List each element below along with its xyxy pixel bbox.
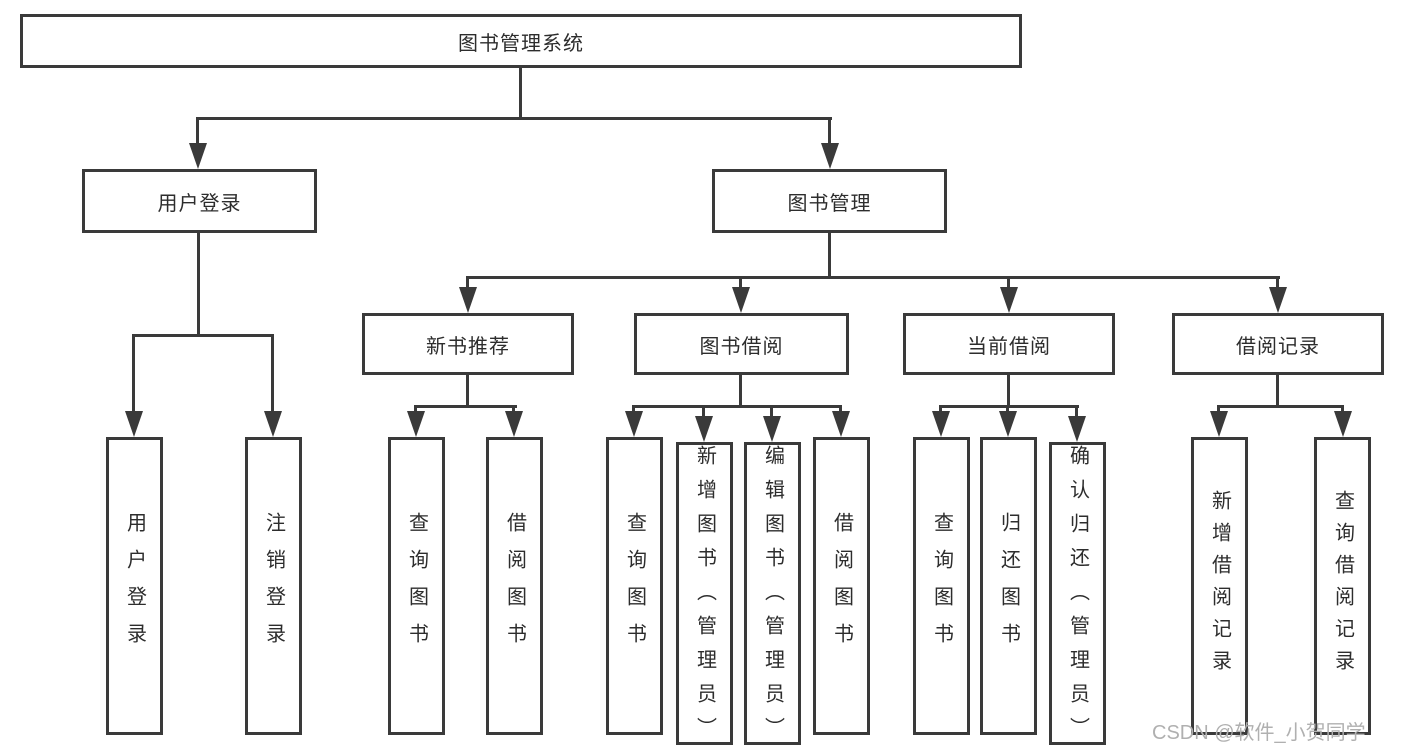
arrow-down-icon (459, 287, 477, 313)
leaf-current-confirm-return-admin: 确认归还（管理员） (1049, 442, 1106, 747)
connector-drop (839, 405, 842, 415)
node-borrow-records-label: 借阅记录 (1236, 335, 1320, 358)
connector-newbookrec-stem (466, 375, 469, 407)
leaf-borrow-add-books-admin: 新增图书（管理员） (676, 442, 733, 747)
leaf-borrow-query-books: 查询图书 (606, 437, 663, 735)
node-book-borrow: 图书借阅 (634, 313, 849, 375)
node-root: 图书管理系统 (20, 14, 1022, 68)
leaf-current-return-books: 归还图书 (980, 437, 1037, 735)
connector-drop (414, 405, 417, 415)
connector-bookborrow-stem (739, 375, 742, 407)
arrow-down-icon (125, 411, 143, 437)
leaf-user-login: 用户登录 (106, 437, 163, 735)
connector-userlogin-branch (132, 334, 274, 337)
arrow-down-icon (1269, 287, 1287, 313)
leaf-records-add-record: 新增借阅记录 (1191, 437, 1248, 735)
connector-drop-current-borrow (1007, 276, 1010, 292)
leaf-current-return-books-label: 归还图书 (997, 512, 1020, 660)
node-book-management-label: 图书管理 (787, 192, 872, 215)
arrow-down-icon (1068, 416, 1086, 442)
leaf-current-query-books: 查询图书 (913, 437, 970, 735)
connector-drop-user-login (196, 117, 199, 147)
arrow-down-icon (832, 411, 850, 437)
connector-drop (1075, 405, 1078, 419)
node-root-label: 图书管理系统 (458, 32, 584, 55)
arrow-down-icon (695, 416, 713, 442)
leaf-records-query-record-label: 查询借阅记录 (1331, 490, 1354, 682)
arrow-down-icon (1000, 287, 1018, 313)
arrow-down-icon (1334, 411, 1352, 437)
connector-bookborrow-branch (632, 405, 842, 408)
connector-bookmgmt-branch (466, 276, 1280, 279)
leaf-newbook-borrow-books: 借阅图书 (486, 437, 543, 735)
leaf-borrow-query-books-label: 查询图书 (623, 512, 646, 660)
node-book-borrow-label: 图书借阅 (699, 335, 784, 358)
leaf-borrow-borrow-books-label: 借阅图书 (830, 512, 853, 660)
connector-drop (1006, 405, 1009, 415)
connector-currentborrow-stem (1007, 375, 1010, 407)
connector-root-branch (196, 117, 832, 120)
connector-drop-borrow-records (1276, 276, 1279, 292)
arrow-down-icon (505, 411, 523, 437)
connector-drop-book-mgmt (828, 117, 831, 147)
node-new-book-recommend-label: 新书推荐 (426, 335, 510, 358)
leaf-current-confirm-return-admin-label: 确认归还（管理员） (1066, 445, 1089, 747)
arrow-down-icon (821, 143, 839, 169)
leaf-newbook-query-books: 查询图书 (388, 437, 445, 735)
leaf-borrow-add-books-admin-label: 新增图书（管理员） (693, 445, 716, 747)
node-borrow-records: 借阅记录 (1172, 313, 1384, 375)
leaf-user-login-label: 用户登录 (123, 512, 146, 660)
node-new-book-recommend: 新书推荐 (362, 313, 574, 375)
leaf-current-query-books-label: 查询图书 (930, 512, 953, 660)
leaf-records-query-record: 查询借阅记录 (1314, 437, 1371, 735)
arrow-down-icon (763, 416, 781, 442)
connector-drop-new-book-rec (466, 276, 469, 292)
connector-drop (632, 405, 635, 415)
connector-drop (939, 405, 942, 415)
arrow-down-icon (732, 287, 750, 313)
leaf-borrow-edit-books-admin: 编辑图书（管理员） (744, 442, 801, 747)
leaf-logout-label: 注销登录 (262, 512, 285, 660)
connector-userlogin-stem (197, 233, 200, 336)
node-current-borrow-label: 当前借阅 (967, 335, 1051, 358)
leaf-borrow-edit-books-admin-label: 编辑图书（管理员） (761, 445, 784, 747)
connector-drop (1217, 405, 1220, 415)
leaf-newbook-borrow-books-label: 借阅图书 (503, 512, 526, 660)
node-current-borrow: 当前借阅 (903, 313, 1115, 375)
arrow-down-icon (625, 411, 643, 437)
connector-bookmgmt-stem (828, 233, 831, 278)
leaf-borrow-borrow-books: 借阅图书 (813, 437, 870, 735)
connector-borrowrecords-branch (1217, 405, 1344, 408)
leaf-records-add-record-label: 新增借阅记录 (1208, 490, 1231, 682)
arrow-down-icon (264, 411, 282, 437)
arrow-down-icon (999, 411, 1017, 437)
csdn-watermark: CSDN @软件_小贺同学 (1152, 722, 1366, 744)
node-user-login-label: 用户登录 (157, 192, 242, 215)
connector-drop-book-borrow (739, 276, 742, 292)
connector-drop (702, 405, 705, 419)
arrow-down-icon (932, 411, 950, 437)
connector-currentborrow-branch (939, 405, 1079, 408)
arrow-down-icon (189, 143, 207, 169)
node-book-management: 图书管理 (712, 169, 947, 233)
arrow-down-icon (1210, 411, 1228, 437)
connector-drop (770, 405, 773, 419)
connector-newbookrec-branch (414, 405, 517, 408)
connector-drop-leaf-logout (271, 334, 274, 414)
node-user-login: 用户登录 (82, 169, 317, 233)
connector-drop-leaf-userlogin (132, 334, 135, 414)
connector-borrowrecords-stem (1276, 375, 1279, 407)
connector-drop (1341, 405, 1344, 415)
leaf-logout: 注销登录 (245, 437, 302, 735)
connector-drop (512, 405, 515, 415)
connector-root-stem (519, 67, 522, 119)
leaf-newbook-query-books-label: 查询图书 (405, 512, 428, 660)
arrow-down-icon (407, 411, 425, 437)
